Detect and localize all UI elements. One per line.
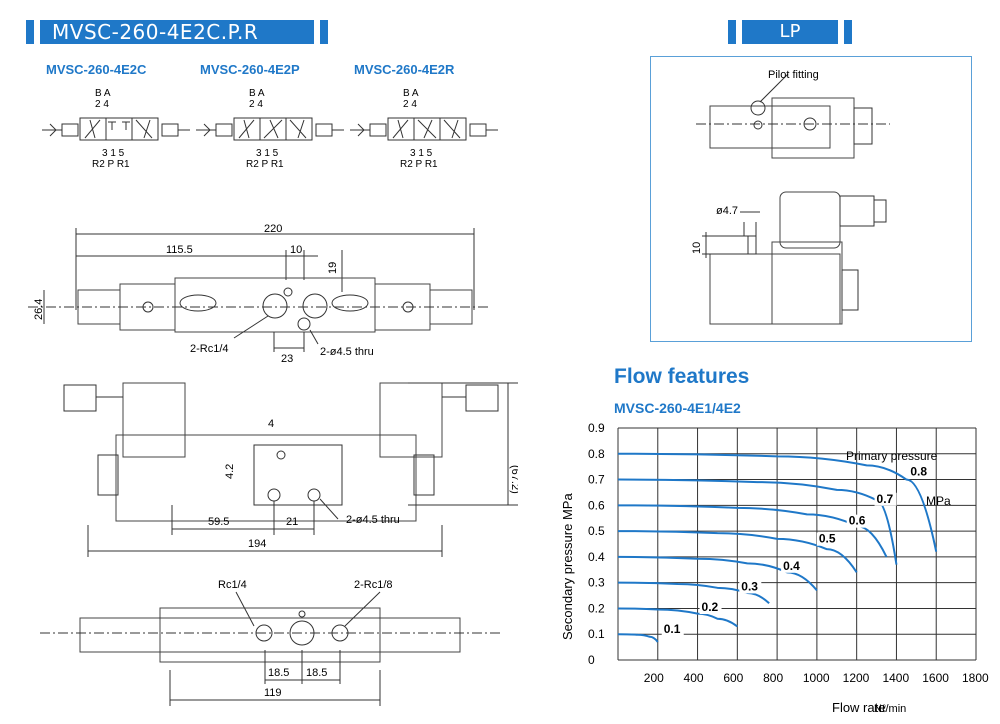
ports-bottom-nums: 3 1 5 [410, 148, 433, 159]
ports-top: B A [95, 88, 111, 99]
dim-23: 23 [281, 353, 293, 365]
lp-height: 10 [691, 242, 703, 254]
pilot-fitting-label: Pilot fitting [768, 69, 819, 81]
y-tick-label: 0.4 [588, 550, 605, 564]
side-view-drawing: 4 4.2 (67.2) 59.5 21 194 2-ø4.5 thru [63, 382, 518, 557]
series-label: 0.6 [849, 514, 866, 528]
ports-top: B A [249, 88, 265, 99]
dim-small: 10 [290, 244, 302, 256]
y-tick-label: 0 [588, 653, 595, 667]
main-title: MVSC-260-4E2C.P.R [26, 20, 328, 44]
dim-total: 194 [248, 538, 266, 550]
lp-title: LP [728, 20, 852, 44]
symbol-model-p: MVSC-260-4E2P [200, 62, 300, 77]
dim-21: 21 [286, 516, 298, 528]
x-tick-label: 1600 [922, 671, 949, 685]
port-a: Rc1/4 [218, 579, 247, 591]
series-label-bg [816, 532, 839, 546]
y-tick-label: 0.9 [588, 421, 605, 435]
lp-dia: ø4.7 [716, 205, 738, 217]
series-line-0.5 [617, 530, 858, 573]
dim-42: 4.2 [224, 464, 236, 479]
dim-b: 18.5 [306, 667, 327, 679]
mpa-unit-label: MPa [926, 494, 951, 508]
symbol-c: B A 2 4 3 1 5 R2 P R1 [42, 88, 190, 170]
x-axis-label: Flow rate [832, 700, 885, 715]
series-label-bg [699, 601, 722, 615]
series-line-0.1 [617, 633, 659, 643]
symbol-p: B A 2 4 3 1 5 R2 P R1 [196, 88, 344, 170]
series-label: 0.4 [783, 559, 800, 573]
y-tick-label: 0.7 [588, 473, 605, 487]
ports-bottom-nums: 3 1 5 [256, 148, 279, 159]
ports-bottom: R2 P R1 [246, 159, 284, 170]
ports-bottom-nums: 3 1 5 [102, 148, 125, 159]
series-label: 0.5 [819, 532, 836, 546]
port-label: 2-Rc1/4 [190, 343, 229, 355]
primary-pressure-annotation: Primary pressure [846, 449, 938, 463]
dim-left: 115.5 [166, 244, 193, 256]
dim-height: 26.4 [33, 299, 45, 320]
series-label: 0.8 [910, 465, 927, 479]
ports-bottom: R2 P R1 [92, 159, 130, 170]
dim-total: 119 [264, 687, 282, 699]
y-tick-label: 0.2 [588, 601, 605, 615]
series-label: 0.1 [664, 622, 681, 636]
symbol-model-r: MVSC-260-4E2R [354, 62, 455, 77]
ports-top-nums: 2 4 [403, 99, 417, 110]
x-axis-unit: Nℓ/min [874, 703, 906, 715]
series-label: 0.2 [702, 600, 719, 614]
series-label-bg [846, 514, 869, 528]
dim-a: 18.5 [268, 667, 289, 679]
pneumatic-symbols: B A 2 4 3 1 5 R2 P R1 B A 2 4 3 1 5 R2 P… [42, 88, 498, 170]
series-line-0.2 [617, 607, 738, 628]
series-label-bg [781, 559, 804, 573]
flow-heading: Flow features [614, 365, 750, 388]
ports-bottom: R2 P R1 [400, 159, 438, 170]
y-tick-label: 0.3 [588, 576, 605, 590]
series-label: 0.7 [877, 492, 894, 506]
y-tick-label: 0.1 [588, 627, 605, 641]
x-tick-label: 1800 [962, 671, 989, 685]
x-tick-label: 1400 [882, 671, 909, 685]
bottom-view-drawing: Rc1/4 2-Rc1/8 18.5 18.5 119 [40, 579, 500, 706]
flow-chart: 1800 1600 1400 1200 1000 800 600 400 200 0.9 0.8 0.… [560, 421, 989, 715]
hole-label: 2-ø4.5 thru [346, 514, 400, 526]
hole-label: 2-ø4.5 thru [320, 346, 374, 358]
x-tick-label: 1200 [843, 671, 870, 685]
dim-595: 59.5 [208, 516, 229, 528]
series-line-0.8 [617, 452, 938, 552]
x-tick-label: 600 [723, 671, 743, 685]
ports-top-nums: 2 4 [249, 99, 263, 110]
dim-19: 19 [327, 262, 339, 274]
series-line-0.4 [617, 555, 818, 592]
series-label-bg [908, 465, 931, 479]
series-label-bg [874, 492, 897, 506]
series-label-bg [661, 622, 684, 636]
lp-drawing: Pilot fitting ø4.7 10 [691, 69, 890, 325]
y-tick-label: 0.6 [588, 498, 605, 512]
y-axis-label: Secondary pressure MPa [560, 493, 575, 640]
dim-total: 220 [264, 223, 282, 235]
y-tick-label: 0.5 [588, 524, 605, 538]
dim-height: (67.2) [509, 465, 518, 494]
ports-top: B A [403, 88, 419, 99]
y-tick-label: 0.8 [588, 447, 605, 461]
series-label-bg [739, 580, 762, 594]
x-tick-label: 400 [684, 671, 704, 685]
ports-top-nums: 2 4 [95, 99, 109, 110]
series-label: 0.3 [741, 579, 758, 593]
x-tick-label: 200 [644, 671, 664, 685]
x-tick-label: 1000 [803, 671, 830, 685]
flow-subheading: MVSC-260-4E1/4E2 [614, 400, 741, 416]
top-view-drawing: 220 115.5 10 19 26.4 23 2-Rc1/4 2-ø4.5 t… [28, 223, 488, 365]
dim-4: 4 [268, 418, 274, 430]
port-b: 2-Rc1/8 [354, 579, 393, 591]
symbol-r: B A 2 4 3 1 5 R2 P R1 [350, 88, 498, 170]
x-tick-label: 800 [763, 671, 783, 685]
lp-detail-box [650, 56, 972, 342]
series-line-0.3 [617, 581, 770, 605]
symbol-model-c: MVSC-260-4E2C [46, 62, 147, 77]
